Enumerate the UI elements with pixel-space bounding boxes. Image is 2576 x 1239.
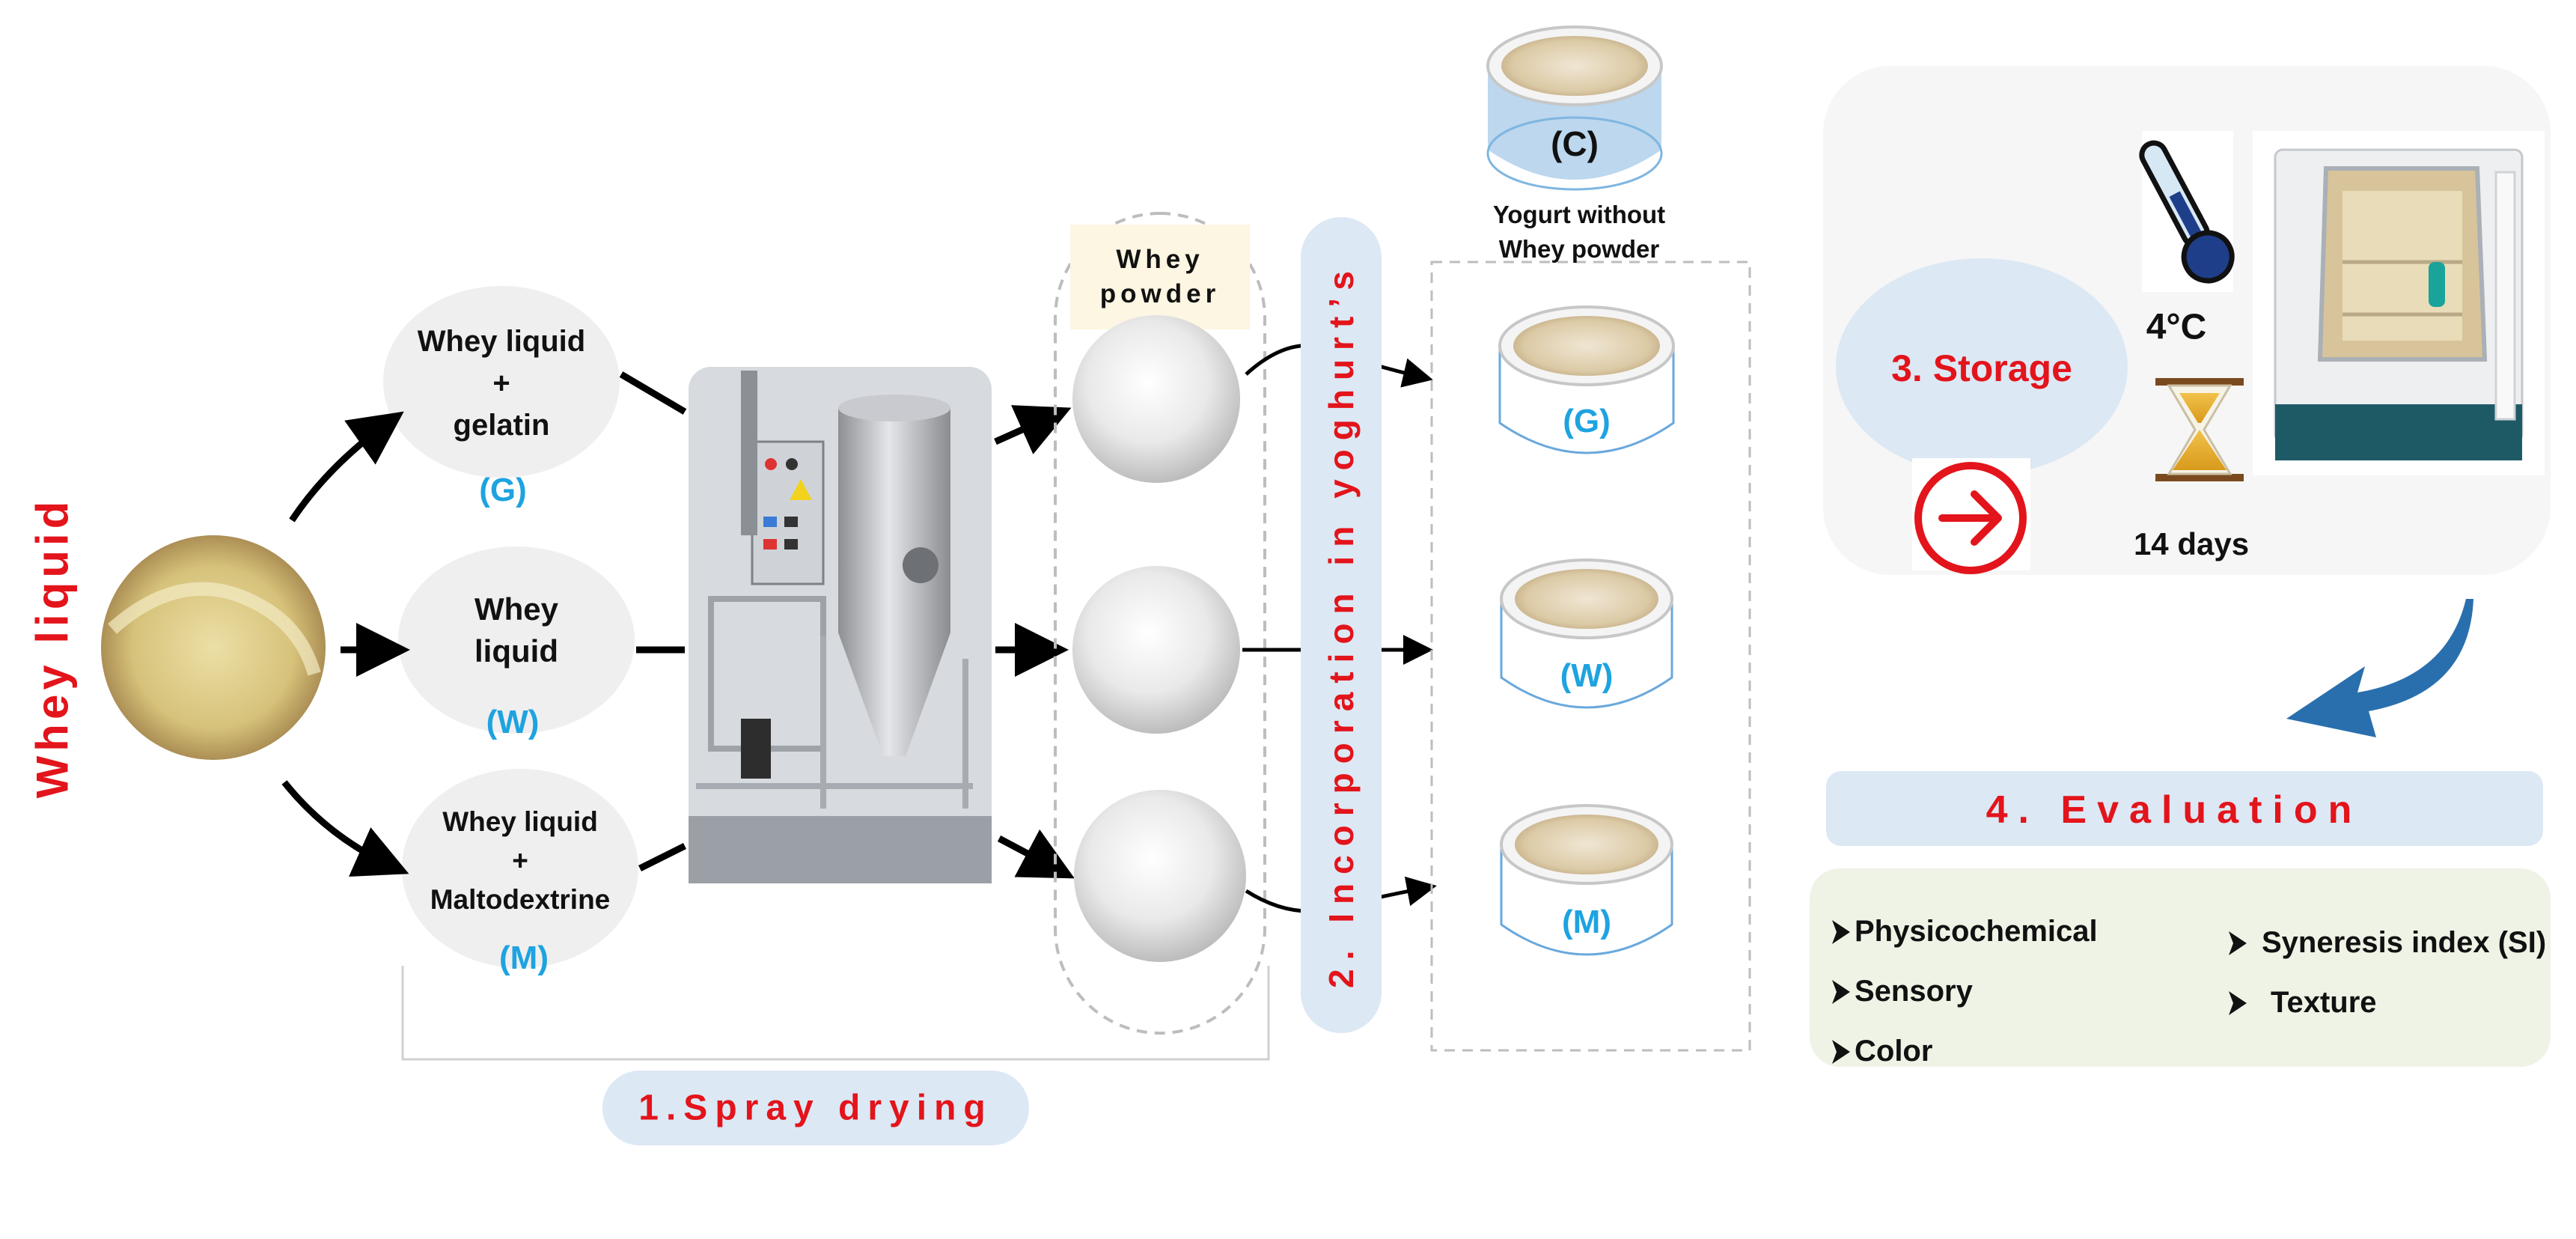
yogurt-code-w: (W) xyxy=(1560,657,1614,694)
bullet-arrow-icon xyxy=(2229,991,2247,1015)
yogurt-cup-g xyxy=(1498,305,1675,454)
evaluation-item-syneresis: Syneresis index (SI) xyxy=(2262,926,2547,959)
powder-photo-m xyxy=(1074,790,1246,962)
formulation-text-maltodextrine: Whey liquid + Maltodextrine xyxy=(430,806,611,915)
line-gelatin-to-dryer xyxy=(619,371,687,415)
storage-duration: 14 days xyxy=(2133,526,2250,561)
bullet-arrow-icon xyxy=(2229,931,2247,955)
powder-label-box xyxy=(1070,225,1250,329)
storage-temperature: 4°C xyxy=(2146,307,2207,347)
storage-arrow-icon xyxy=(1914,462,2027,574)
spray-drying-label-box xyxy=(602,1071,1029,1145)
evaluation-item-texture: Texture xyxy=(2271,986,2377,1019)
yogurt-cup-control xyxy=(1486,25,1663,191)
arrow-dryer-to-powder-m xyxy=(997,829,1075,879)
evaluation-label-box xyxy=(1826,771,2543,846)
incubator-photo xyxy=(2253,131,2545,475)
storage-label-ellipse xyxy=(1836,258,2128,475)
formulation-text-gelatin: Whey liquid + gelatin xyxy=(417,325,586,442)
bullet-arrow-icon xyxy=(1832,980,1850,1004)
spray-drying-bracket xyxy=(401,966,1270,1061)
yogurt-code-c: (C) xyxy=(1551,124,1599,163)
thermometer-icon xyxy=(2139,131,2235,292)
bullet-arrow-icon xyxy=(1832,1040,1850,1064)
arrow-to-maltodextrine xyxy=(281,780,409,877)
formulation-ellipse-maltodextrine xyxy=(402,769,638,968)
incorporation-label-box xyxy=(1301,217,1382,1033)
formulation-code-g: (G) xyxy=(479,472,527,508)
storage-label: 3. Storage xyxy=(1891,347,2072,389)
incorporation-label: 2. Incorporation in yoghurt’s xyxy=(1322,262,1361,988)
yogurt-code-g: (G) xyxy=(1563,403,1611,439)
source-label: Whey liquid xyxy=(27,496,78,799)
arrow-to-gelatin xyxy=(289,411,404,523)
powder-photo-g xyxy=(1072,315,1240,483)
yogurt-cup-w xyxy=(1500,558,1673,709)
yogurt-cup-m xyxy=(1500,804,1673,956)
arrow-dryer-to-powder-g xyxy=(994,405,1072,454)
evaluation-panel xyxy=(1810,868,2551,1067)
line-maltodextrine-to-dryer xyxy=(638,842,687,872)
evaluation-item-physicochemical: Physicochemical xyxy=(1855,915,2098,948)
formulation-ellipse-gelatin xyxy=(383,286,620,478)
spray-dryer-photo xyxy=(689,367,992,883)
bullet-arrow-icon xyxy=(1832,920,1850,944)
powder-photo-w xyxy=(1072,566,1240,734)
yogurt-code-m: (M) xyxy=(1562,904,1611,940)
powder-label: Whey powder xyxy=(1099,245,1221,308)
evaluation-bullets xyxy=(1832,920,2247,1064)
formulation-code-m: (M) xyxy=(499,940,549,976)
formulation-ellipse-whey xyxy=(398,547,635,734)
spray-drying-label: 1.Spray drying xyxy=(638,1088,993,1128)
evaluation-item-color: Color xyxy=(1855,1035,1933,1068)
control-caption: Yogurt without Whey powder xyxy=(1492,201,1666,263)
formulation-code-w: (W) xyxy=(486,704,540,740)
whey-liquid-photo xyxy=(101,535,326,760)
evaluation-item-sensory: Sensory xyxy=(1855,975,1973,1008)
powder-dashed-capsule xyxy=(1054,212,1266,1035)
formulation-text-whey: Whey liquid xyxy=(474,591,559,669)
hourglass-icon xyxy=(2155,378,2244,481)
yogurt-dashed-frame xyxy=(1430,261,1751,1052)
blue-curved-arrow xyxy=(2286,599,2473,737)
evaluation-label: 4. Evaluation xyxy=(1986,788,2363,832)
